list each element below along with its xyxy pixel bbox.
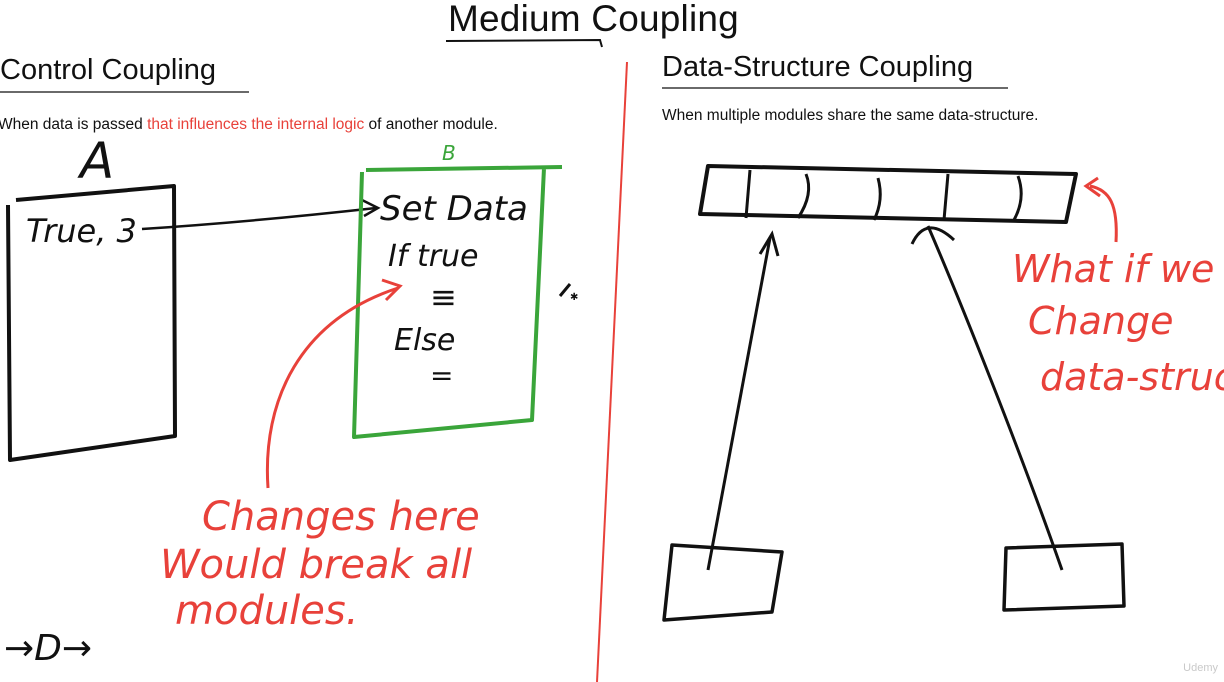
access-arrow-left — [706, 237, 772, 571]
module-b-line-4: Else — [394, 323, 455, 358]
annotation-arrowhead-right — [1083, 176, 1101, 198]
annotation-arrow-right — [1089, 184, 1118, 243]
description-start: When data is passed — [0, 116, 148, 133]
data-structure-coupling-heading: Data-Structure Coupling — [662, 51, 974, 83]
module-b-line-2: If true — [388, 239, 479, 274]
pen-cursor-icon — [558, 283, 572, 297]
module-b-line-5: = — [430, 359, 453, 392]
module-left-box — [662, 543, 784, 622]
data-cell-divider — [1012, 175, 1023, 221]
description-highlight: that influences the internal logic — [147, 116, 365, 133]
pen-cursor-spark-icon: ✱ — [570, 292, 578, 303]
note-left-line-1: Changes here — [202, 494, 480, 540]
module-a-label: A — [77, 132, 114, 190]
note-left-line-3: modules. — [175, 588, 358, 634]
note-right-line-3: data-struct. — [1040, 355, 1224, 399]
module-a-content: True, 3 — [26, 212, 137, 250]
module-b-line-1: Set Data — [380, 189, 528, 229]
description-end: of another module. — [364, 116, 498, 133]
data-cell-divider — [872, 177, 882, 221]
note-right-line-1: What if we — [1012, 247, 1214, 291]
access-arrowhead-right — [910, 226, 956, 245]
annotation-arrowhead-left — [381, 278, 403, 302]
page-title: Medium Coupling — [448, 0, 739, 39]
annotation-arrow-left — [265, 286, 399, 489]
access-arrow-right — [926, 225, 1064, 571]
module-b-label: B — [442, 141, 456, 165]
control-coupling-description: When data is passed that influences the … — [0, 116, 498, 134]
module-a-box — [6, 184, 177, 462]
call-arrowhead — [361, 198, 381, 218]
title-underline — [445, 38, 603, 48]
watermark-logo: Udemy — [1183, 662, 1218, 674]
section-divider — [596, 61, 628, 682]
access-arrowhead-left — [758, 230, 780, 257]
shared-data-structure — [698, 164, 1078, 224]
data-structure-coupling-description: When multiple modules share the same dat… — [662, 107, 1039, 124]
module-right-box — [1002, 542, 1126, 612]
note-right-line-2: Change — [1028, 299, 1174, 343]
bottom-doodle: →D→ — [4, 628, 92, 669]
module-b-line-3: ≡ — [430, 278, 457, 316]
call-arrow — [141, 206, 377, 231]
note-left-line-2: Would break all — [160, 542, 472, 588]
data-cell-divider — [796, 173, 811, 219]
data-cell-divider — [744, 169, 752, 219]
data-cell-divider — [942, 173, 950, 221]
control-coupling-heading: Control Coupling — [0, 54, 217, 86]
